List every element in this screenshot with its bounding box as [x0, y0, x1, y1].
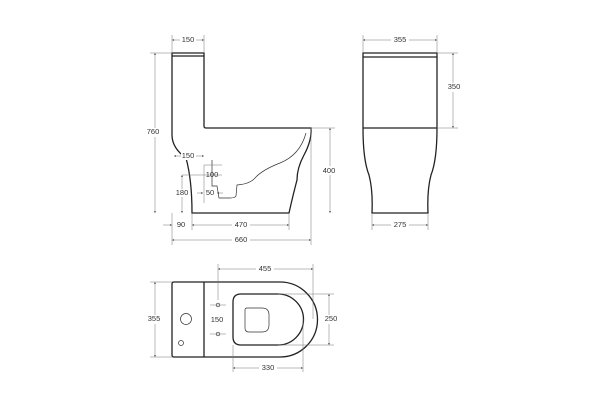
dim-seat-length: 330 — [262, 363, 275, 372]
side-view: 150 760 400 150 100 180 50 — [142, 35, 338, 245]
flush-button — [180, 313, 192, 325]
front-view: 355 350 275 — [362, 35, 463, 230]
side-outline — [171, 52, 312, 214]
top-outline — [171, 281, 319, 358]
dim-base-length: 470 — [235, 220, 248, 229]
dim-outlet-width: 50 — [206, 188, 214, 197]
front-outline — [362, 52, 438, 214]
top-view: 455 355 150 250 330 — [145, 264, 340, 372]
dim-outlet-to-wall: 150 — [182, 151, 195, 160]
seat-outline — [232, 293, 305, 346]
dim-bowl-length: 455 — [259, 264, 272, 273]
dim-seat-width: 250 — [325, 314, 338, 323]
lid-inner — [244, 307, 270, 333]
top-dimensions: 455 355 150 250 330 — [145, 264, 340, 372]
dim-top-width: 355 — [394, 35, 407, 44]
dim-tank-height: 350 — [448, 82, 461, 91]
dim-tank-depth: 150 — [182, 35, 195, 44]
dim-rear-offset: 90 — [177, 220, 185, 229]
dim-total-width: 355 — [148, 314, 161, 323]
dim-outlet-height: 180 — [176, 188, 189, 197]
side-dimensions: 150 760 400 150 100 180 50 — [142, 35, 338, 245]
small-button — [178, 340, 184, 346]
dim-total-height: 760 — [147, 127, 160, 136]
dim-base-width: 275 — [394, 220, 407, 229]
dim-bolt-spacing: 150 — [211, 315, 224, 324]
dim-seat-height: 400 — [323, 166, 336, 175]
dim-total-length: 660 — [235, 235, 248, 244]
dim-outlet-offset: 100 — [206, 170, 219, 179]
front-dimensions: 355 350 275 — [362, 35, 463, 230]
bowl-trapway — [211, 132, 307, 199]
